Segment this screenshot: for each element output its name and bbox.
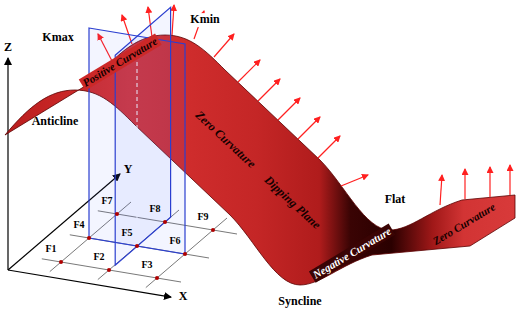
point-label: F7 (101, 195, 112, 207)
structure-label: Syncline (278, 295, 321, 309)
normal-arrow (509, 165, 510, 195)
point-label: F6 (169, 235, 180, 247)
normal-arrow (258, 79, 280, 101)
normal-arrow (341, 175, 368, 186)
grid-point (211, 228, 215, 232)
grid-point (107, 268, 111, 272)
normal-arrow (464, 169, 465, 199)
normal-arrow (298, 117, 320, 139)
axis-label: Y (124, 163, 133, 177)
structure-label: Flat (385, 193, 406, 207)
grid-point (87, 236, 91, 240)
point-label: F1 (45, 243, 56, 255)
folded-surface (5, 35, 515, 285)
point-label: F8 (149, 203, 160, 215)
normal-arrow (172, 5, 174, 35)
curvature-label: Kmax (42, 31, 73, 45)
axis-label: X (179, 290, 188, 304)
grid-point (155, 276, 159, 280)
grid-points (59, 212, 215, 280)
point-label: F5 (121, 227, 132, 239)
point-label: F2 (93, 251, 104, 263)
normal-arrow (278, 98, 300, 120)
point-label: F9 (197, 211, 208, 223)
z-axis (7, 58, 8, 270)
normal-arrow (489, 167, 490, 197)
grid-point (183, 252, 187, 256)
normal-arrow (238, 60, 260, 82)
grid-point (163, 220, 167, 224)
x-axis (8, 270, 171, 297)
point-label: F4 (73, 219, 84, 231)
axis-label: Z (4, 41, 12, 55)
point-label: F3 (141, 259, 152, 271)
normal-arrow (214, 34, 234, 57)
grid-point (115, 212, 119, 216)
curvature-label: Kmin (188, 13, 221, 27)
structure-label: Anticline (32, 115, 79, 129)
grid-point (135, 244, 139, 248)
normal-arrow (318, 136, 340, 158)
grid-point (59, 260, 63, 264)
normal-arrow (440, 175, 442, 205)
